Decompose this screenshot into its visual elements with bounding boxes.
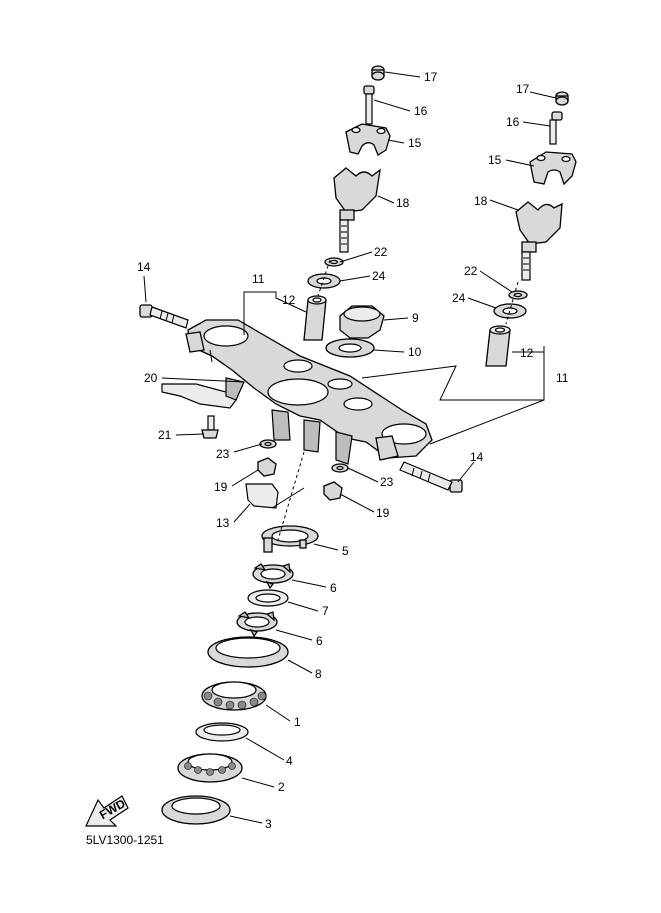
callout-4: 4 [286,754,293,768]
callout-22-left: 22 [374,245,388,259]
part-8-cover [207,636,289,668]
part-7-rubber-washer [247,589,289,607]
part-19-nut-right [323,481,343,501]
callout-23-left: 23 [216,447,230,461]
part-13-plate [245,483,279,509]
part-16-bolt-left [363,85,375,125]
callout-6-upper: 6 [330,581,337,595]
callout-5: 5 [342,544,349,558]
part-9-steering-nut [339,305,385,339]
part-12-damper-left [303,295,327,341]
upper-bracket [185,319,433,465]
callout-19-left: 19 [214,480,228,494]
callout-22-right: 22 [464,264,478,278]
part-17-cap-right [555,91,569,106]
part-4-bearing-race [195,722,249,742]
part-12-damper-right [485,325,511,367]
callout-11-right: 11 [556,371,569,385]
callout-12-right: 12 [520,346,534,360]
part-1-bearing [201,681,267,711]
part-21-bolt [201,415,219,439]
callout-24-left: 24 [372,269,386,283]
callout-10: 10 [408,345,422,359]
right-holder-stack [485,91,577,367]
callout-14-left: 14 [137,260,151,274]
part-14-bolt-right [399,461,463,493]
fwd-arrow-icon: FWD [85,795,129,827]
callout-7: 7 [322,604,329,618]
part-18-lower-holder-left [333,167,381,253]
callout-labels: 17 16 15 18 22 24 11 12 14 9 10 20 21 23… [137,70,569,831]
callout-1: 1 [294,715,301,729]
part-15-upper-holder-right [529,151,577,186]
callout-16-left: 16 [414,104,428,118]
part-17-cap-left [371,65,385,81]
callout-17-right: 17 [516,82,530,96]
callout-15-left: 15 [408,136,422,150]
callout-16-right: 16 [506,115,520,129]
callout-15-right: 15 [488,153,502,167]
callout-13: 13 [216,516,230,530]
callout-21: 21 [158,428,172,442]
callout-17-left: 17 [424,70,438,84]
part-20-wire-guide [161,377,245,409]
part-6-ring-nut-lower [236,611,278,638]
left-holder-stack [303,65,391,341]
part-10-washer [325,338,375,358]
part-19-nut-left [257,457,277,477]
leader-lines [143,71,557,824]
callout-24-right: 24 [452,291,466,305]
callout-19-right: 19 [376,506,390,520]
part-23-washer-left [259,439,277,449]
part-5-lock-washer [261,525,319,553]
part-22-washer-right [508,290,528,300]
part-2-bearing [177,753,243,783]
callout-6-lower: 6 [316,634,323,648]
callout-2: 2 [278,780,285,794]
part-16-bolt-right [549,111,563,145]
part-6-ring-nut-upper [252,563,294,590]
part-15-upper-holder-left [345,123,391,156]
callout-9: 9 [412,311,419,325]
part-23-washer-right [331,463,349,473]
diagram-code: 5LV1300-1251 [86,833,164,847]
callout-12-left: 12 [282,293,296,307]
callout-18-right: 18 [474,194,488,208]
callout-11-left: 11 [252,272,265,286]
callout-14-right: 14 [470,450,484,464]
part-3-oil-seal [161,795,231,825]
callout-20: 20 [144,371,158,385]
part-18-lower-holder-right [515,201,563,281]
part-14-bolt-left [139,304,189,329]
callout-8: 8 [315,667,322,681]
callout-3: 3 [265,817,272,831]
callout-23-right: 23 [380,475,394,489]
part-24-washer-left [307,273,341,289]
callout-18-left: 18 [396,196,410,210]
